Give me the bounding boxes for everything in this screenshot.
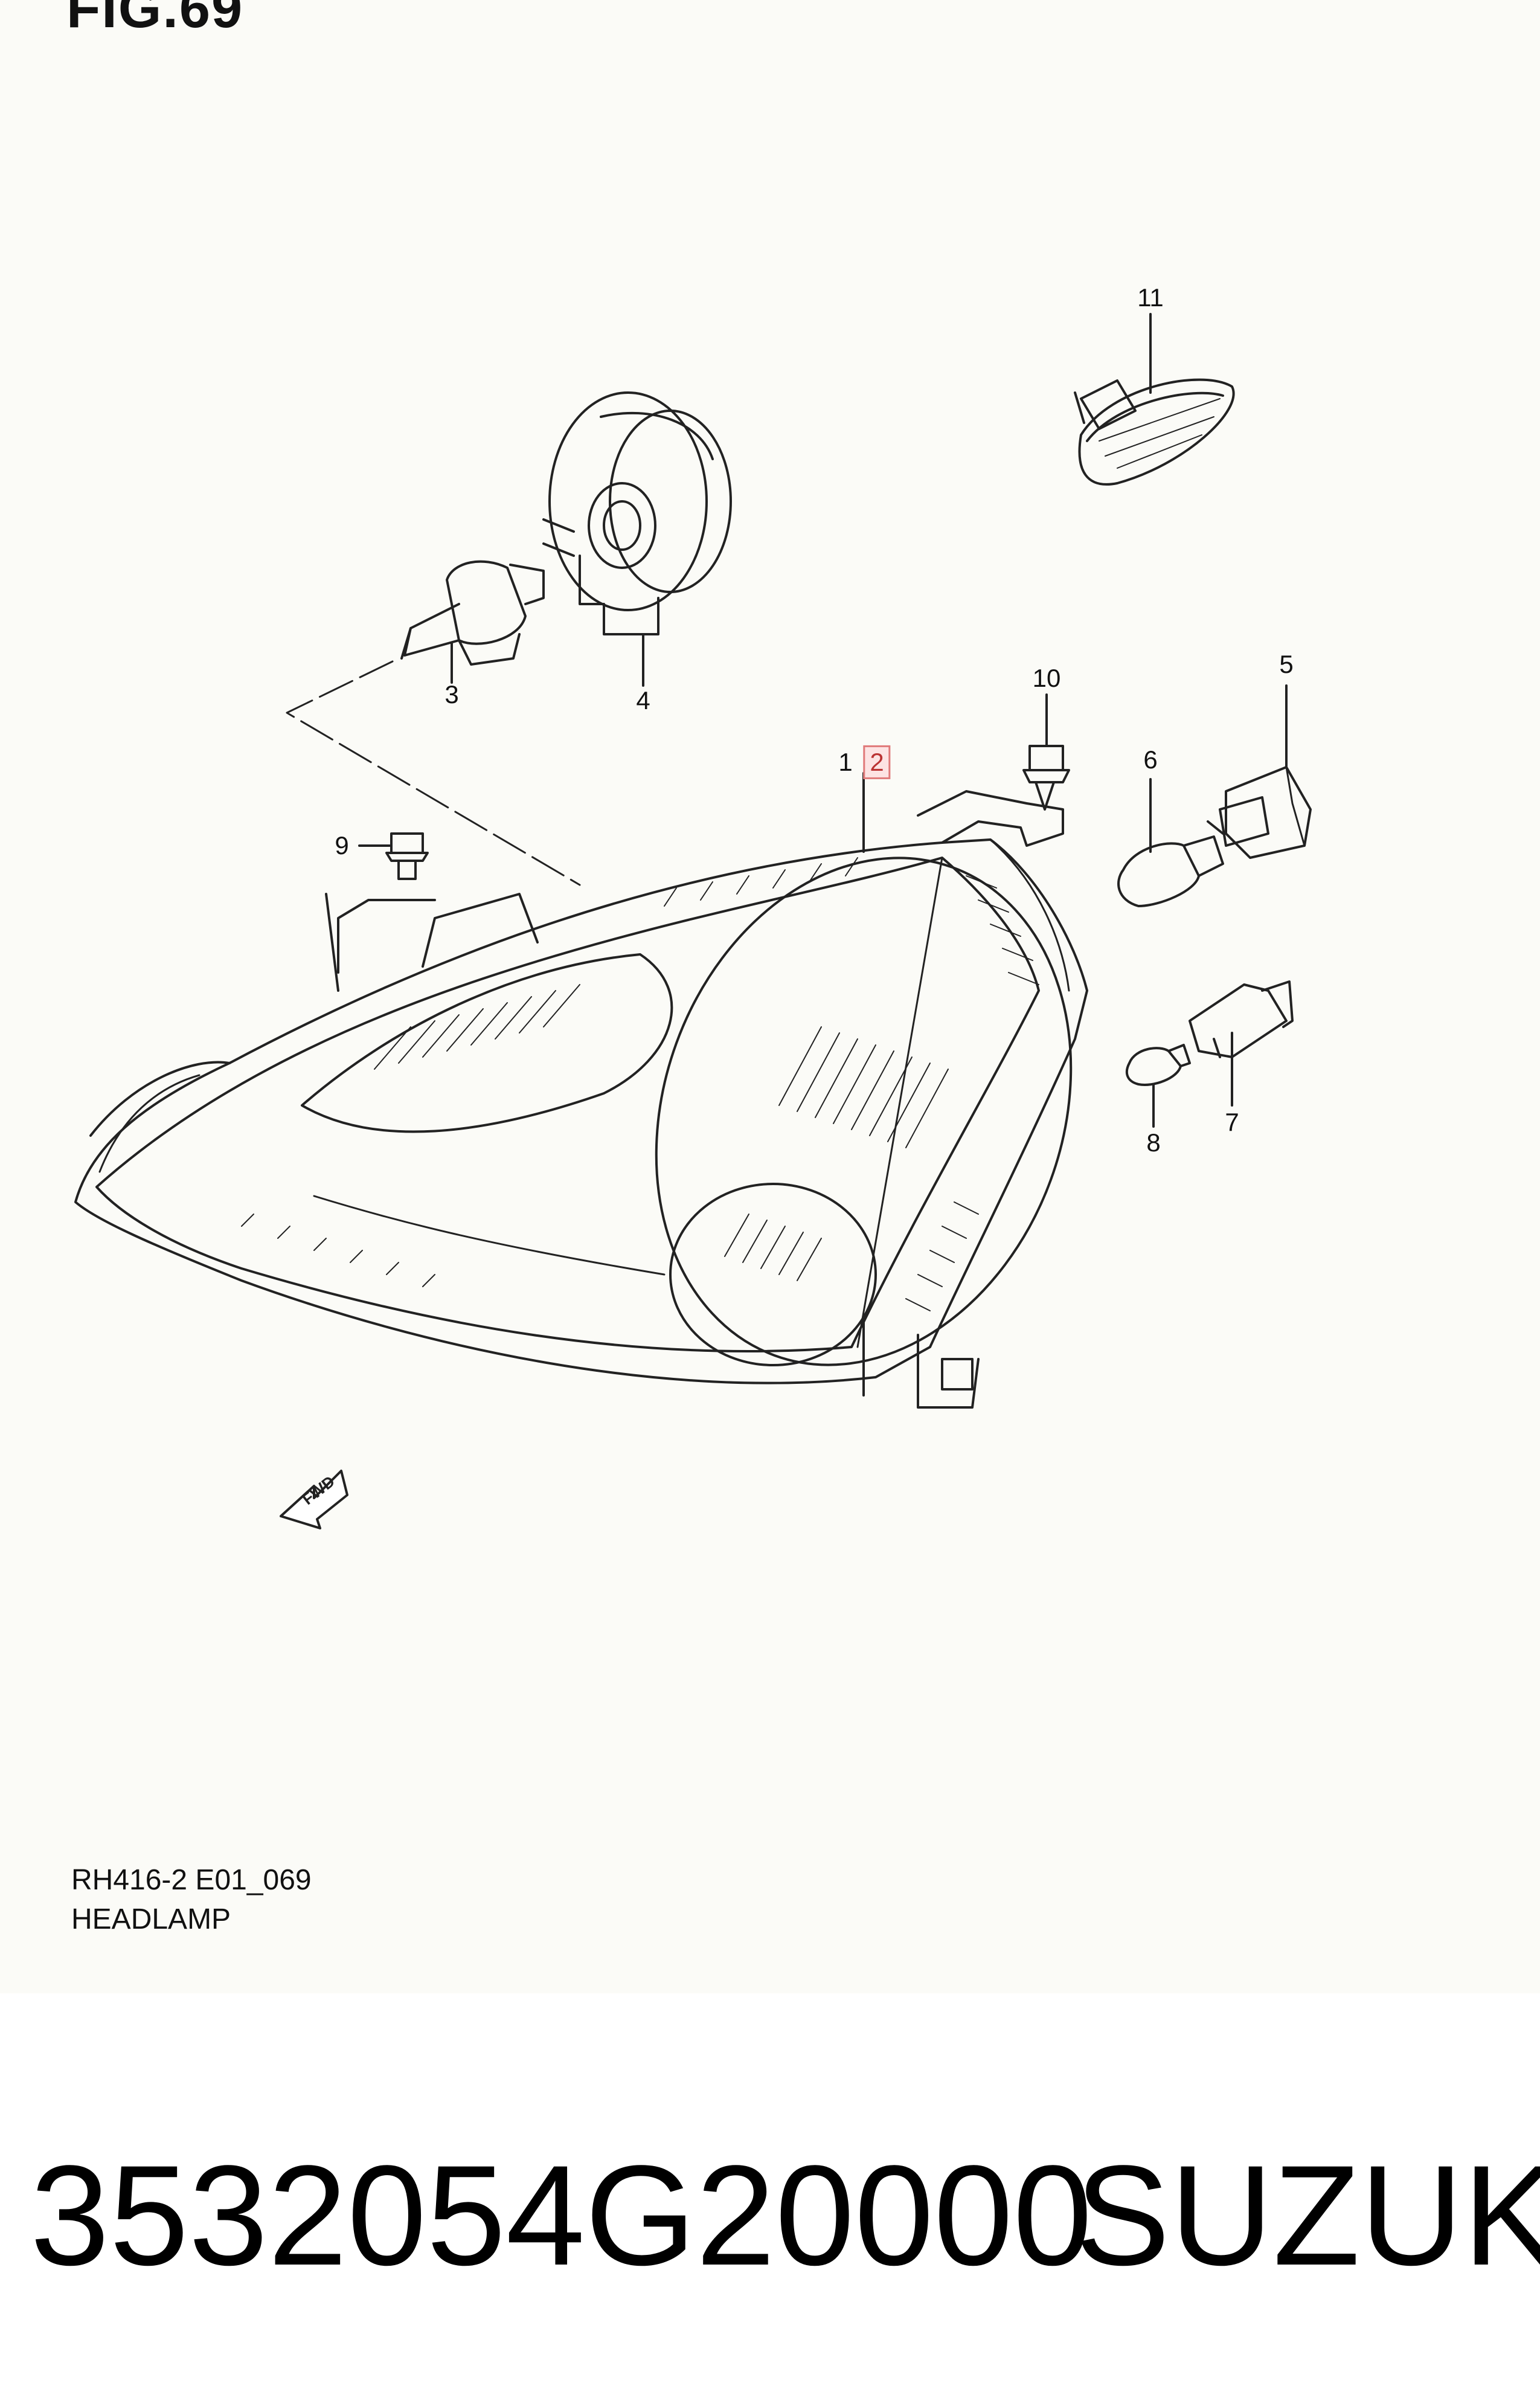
callout-1[interactable]: 1 xyxy=(838,748,853,776)
headlamp-housing xyxy=(74,790,1088,1409)
callout-6[interactable]: 6 xyxy=(1143,745,1158,774)
reference-line-3 xyxy=(286,660,581,886)
figure-name: HEADLAMP xyxy=(71,1903,231,1935)
forward-arrow xyxy=(280,1470,348,1529)
callout-4[interactable]: 4 xyxy=(636,686,650,715)
turn-signal-bulb xyxy=(1117,835,1224,907)
bulb-socket xyxy=(542,391,732,635)
figure-title: FIG.69 xyxy=(66,0,244,39)
clip-screw xyxy=(1022,745,1070,811)
callout-5[interactable]: 5 xyxy=(1279,650,1294,678)
callout-2-highlighted[interactable]: 2 xyxy=(863,745,891,780)
callout-10[interactable]: 10 xyxy=(1032,664,1061,692)
turn-signal-socket xyxy=(1207,766,1312,859)
diagram-panel: FIG.69 xyxy=(66,0,1312,1935)
headlamp-diagram xyxy=(74,313,1312,1529)
position-lamp-bulb xyxy=(1125,1044,1191,1086)
callout-8[interactable]: 8 xyxy=(1146,1128,1161,1157)
figure-code: RH416-2 E01_069 xyxy=(71,1864,312,1896)
callout-9[interactable]: 9 xyxy=(335,831,349,860)
part-number: 3532054G20000 xyxy=(30,2136,1092,2295)
callout-11[interactable]: 11 xyxy=(1137,283,1164,312)
callout-7[interactable]: 7 xyxy=(1225,1108,1239,1136)
side-marker-lamp xyxy=(1074,378,1235,486)
brand-name: SUZUKI xyxy=(1075,2136,1540,2295)
mounting-bolt xyxy=(385,832,429,880)
headlamp-bulb xyxy=(400,560,545,666)
position-lamp-socket xyxy=(1189,980,1294,1058)
callout-3[interactable]: 3 xyxy=(444,680,459,709)
